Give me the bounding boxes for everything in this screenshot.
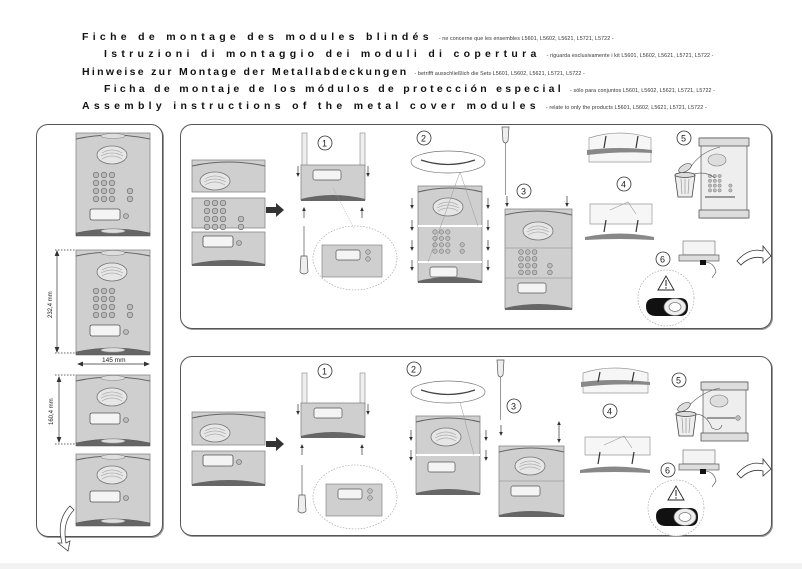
title-spanish: Ficha de montaje de los módulos de prote… (104, 83, 715, 95)
step-4-number-bottom: 4 (607, 407, 612, 417)
warning-triangle-icon (637, 269, 695, 327)
step-1-illustration (295, 132, 398, 291)
title-main: Istruzioni di montaggio dei moduli di co… (104, 48, 541, 60)
dimension-height-small: 160,4 mm (49, 398, 55, 425)
curved-arrow-icon (736, 245, 772, 266)
title-sub: - riguarda esclusivamente i kit L5601, L… (546, 53, 714, 59)
right-arrow-icon (266, 437, 284, 451)
step-3-illustration (501, 126, 573, 310)
step-3-number-bottom: 3 (511, 402, 516, 412)
title-sub: - betrifft ausschließlich die Sets L5601… (414, 71, 585, 77)
title-main: Assembly instructions of the metal cover… (82, 100, 540, 112)
step-5-illustration (674, 137, 750, 219)
step-4-illustration-bottom (580, 367, 651, 473)
title-italian: Istruzioni di montaggio dei moduli di co… (104, 48, 714, 60)
title-english: Assembly instructions of the metal cover… (82, 100, 707, 112)
title-sub: - sólo para conjuntos L5601, L5602, L562… (570, 88, 716, 94)
curved-arrow-icon (736, 458, 772, 479)
dimension-lines (54, 249, 150, 445)
step-2-illustration (409, 150, 491, 283)
title-german: Hinweise zur Montage der Metallabdeckung… (82, 66, 585, 78)
page-bottom-edge (0, 563, 802, 569)
step-3-illustration-bottom (496, 359, 565, 517)
title-sub: - ne concerne que les ensembles L5601, L… (438, 36, 614, 42)
step-5-illustration-bottom (675, 381, 749, 442)
speaker-module-small (75, 374, 151, 447)
step-2-illustration-bottom (408, 380, 489, 495)
title-main: Fiche de montage des modules blindés (82, 31, 433, 43)
step-6-illustration-bottom (678, 449, 720, 488)
step-3-number: 3 (521, 187, 526, 197)
step-5-number-bottom: 5 (676, 376, 681, 386)
curved-arrow-icon (56, 505, 75, 552)
title-sub: - relate to only the products L5601, L56… (545, 105, 707, 111)
step-4-illustration (585, 132, 654, 240)
step-5-number: 5 (681, 134, 686, 144)
right-arrow-icon (266, 203, 284, 217)
step-6-illustration (678, 240, 720, 279)
dimension-height-large: 232,4 mm (48, 291, 54, 318)
warning-triangle-icon (647, 479, 705, 537)
title-french: Fiche de montage des modules blindés - n… (82, 31, 614, 43)
step-2-number: 2 (421, 134, 426, 144)
step-6-number: 6 (660, 255, 665, 265)
title-main: Ficha de montaje de los módulos de prote… (104, 83, 565, 95)
step-1-illustration-bottom (295, 372, 398, 530)
step-1-number: 1 (322, 139, 327, 149)
title-main: Hinweise zur Montage der Metallabdeckung… (82, 66, 409, 78)
keypad-module-large-2 (75, 249, 151, 356)
step-4-number: 4 (621, 180, 626, 190)
keypad-module-large (75, 132, 151, 237)
step-6-number-bottom: 6 (665, 466, 670, 476)
speaker-module-small-2 (75, 453, 151, 527)
exploded-modules-speaker (191, 411, 266, 486)
step-2-number-bottom: 2 (411, 365, 416, 375)
step-1-number-bottom: 1 (322, 367, 327, 377)
dimension-width: 145 mm (102, 357, 125, 364)
exploded-modules-keypad (191, 159, 266, 266)
